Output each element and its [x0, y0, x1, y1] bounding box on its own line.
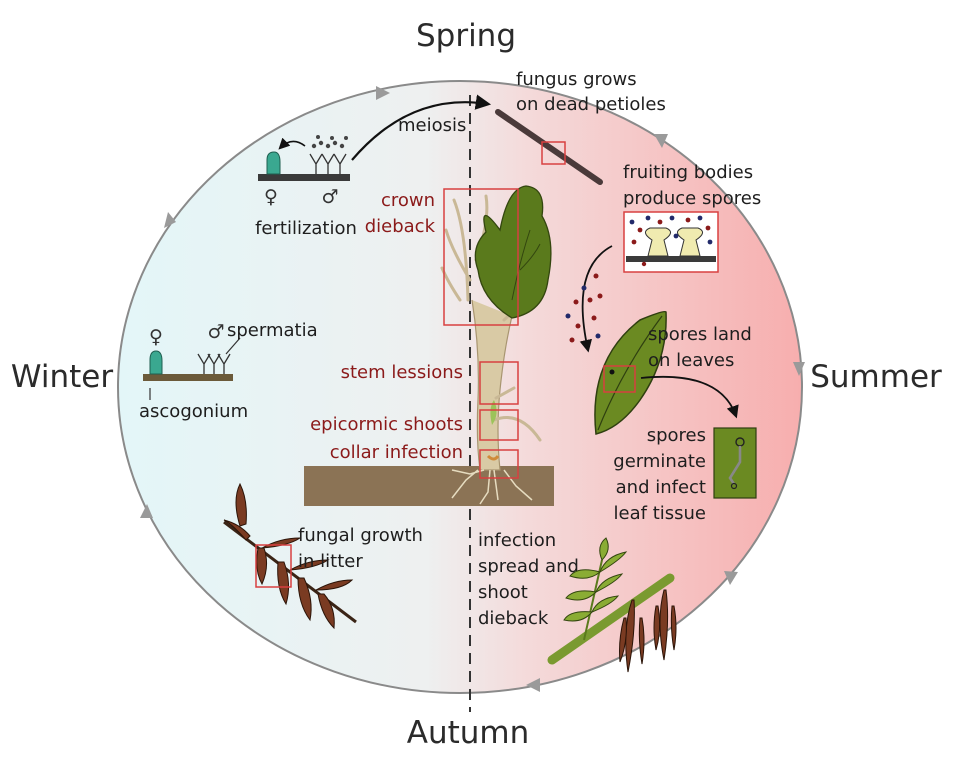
fertilization-male-symbol: ♂	[321, 186, 338, 208]
ascogonium-label: ascogonium	[139, 401, 248, 422]
leaf-litter	[223, 482, 357, 630]
epicormic-shoots-label: epicormic shoots	[310, 414, 463, 435]
infection-label-4: dieback	[478, 608, 549, 629]
cycle-arrow-topleft	[164, 212, 176, 228]
shoot-dieback-illustration	[547, 537, 677, 673]
epicormic-box	[479, 409, 519, 441]
fertilization-label: fertilization	[255, 218, 357, 239]
crown-dieback-label-1: crown	[381, 190, 435, 211]
infected-leaf	[594, 310, 667, 435]
stem-lesions-label: stem lessions	[341, 362, 463, 383]
dead-petiole	[495, 109, 603, 185]
cycle-arrow-right	[793, 362, 805, 376]
litter-zoom-box	[255, 544, 292, 588]
cycle-arrow-bottomleft	[140, 504, 153, 518]
germinate-label-3: and infect	[616, 477, 706, 498]
spermatia-label: spermatia	[227, 320, 318, 341]
ascogonium-illustration	[143, 337, 241, 400]
spore-dispersal-arrow	[579, 245, 613, 353]
germinate-label-4: leaf tissue	[614, 503, 706, 524]
fertilization-illustration	[258, 135, 350, 181]
fungus-grows-label-1: fungus grows	[516, 69, 637, 90]
petiole-zoom-box	[541, 141, 566, 165]
infection-label-1: infection	[478, 530, 556, 551]
season-spring: Spring	[416, 18, 516, 54]
season-winter: Winter	[11, 359, 113, 395]
spores-land-label-2: on leaves	[648, 350, 734, 371]
fruiting-bodies-illustration	[623, 211, 719, 273]
cycle-arrow-top	[376, 86, 390, 100]
spermatia-male-symbol: ♂	[207, 321, 224, 343]
germination-tile	[713, 427, 757, 499]
germinate-label-2: germinate	[613, 451, 706, 472]
stem-lesion-box	[479, 361, 519, 405]
infection-label-2: spread and	[478, 556, 579, 577]
infection-label-3: shoot	[478, 582, 528, 603]
ascogonium-female-symbol: ♀	[149, 326, 163, 348]
cycle-arrow-topright	[654, 134, 668, 148]
symptom-boxes	[443, 188, 519, 479]
crown-dieback-label-2: dieback	[365, 216, 436, 237]
fungus-grows-label-2: on dead petioles	[516, 94, 666, 115]
season-summer: Summer	[810, 359, 942, 395]
crown-box	[443, 188, 519, 326]
fungal-growth-label-1: fungal growth	[298, 525, 423, 546]
fruiting-label-1: fruiting bodies	[623, 162, 753, 183]
cycle-arrow-bottomright	[724, 571, 738, 585]
soil-strip	[304, 466, 554, 506]
meiosis-label: meiosis	[398, 115, 466, 136]
germination-arrow	[640, 375, 739, 419]
collar-box	[479, 449, 519, 479]
germinate-label-1: spores	[647, 425, 706, 446]
dispersed-spores	[565, 273, 603, 343]
spores-land-label-1: spores land	[648, 324, 752, 345]
collar-infection-label: collar infection	[330, 442, 463, 463]
fruiting-label-2: produce spores	[623, 188, 761, 209]
fungal-growth-label-2: in litter	[298, 551, 363, 572]
cycle-arrowheads	[140, 86, 805, 692]
leaf-zoom-box	[603, 365, 636, 393]
ash-tree	[440, 185, 552, 505]
cycle-arrow-bottom	[526, 678, 540, 692]
season-autumn: Autumn	[407, 715, 530, 751]
meiosis-arrow	[351, 94, 492, 161]
fertilization-female-symbol: ♀	[264, 186, 278, 208]
